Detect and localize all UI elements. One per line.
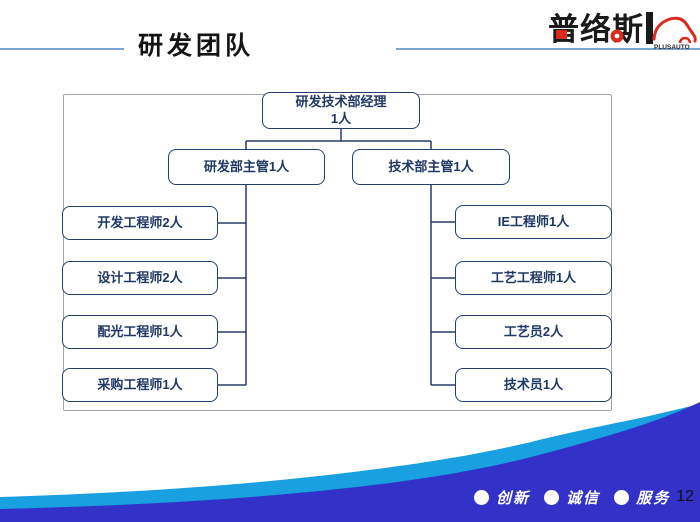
page-title: 研发团队 <box>138 32 255 60</box>
bullet-circle-icon <box>614 489 630 505</box>
org-box-left-1: 开发工程师2人 <box>62 206 218 240</box>
logo-bar <box>646 12 653 44</box>
org-box-label: 工艺工程师1人 <box>490 269 577 285</box>
org-box-left-3: 配光工程师1人 <box>62 315 218 349</box>
bullet-circle-icon <box>544 489 560 505</box>
org-box-label: 技术部主管1人 <box>388 158 474 174</box>
org-box-right-3: 工艺员2人 <box>455 315 612 349</box>
org-chart-frame <box>63 94 612 411</box>
org-box-label: 工艺员2人 <box>503 323 564 339</box>
car-swoosh-icon <box>652 16 697 43</box>
org-box-left-4: 采购工程师1人 <box>62 368 218 402</box>
org-box-label: 研发技术部经理 <box>295 94 387 110</box>
org-box-tech-supervisor: 技术部主管1人 <box>352 149 510 185</box>
org-box-label: 采购工程师1人 <box>97 376 183 392</box>
org-box-manager-root: 研发技术部经理 1人 <box>262 92 420 129</box>
footer-value-service: 服务 <box>636 489 671 507</box>
org-box-label: 开发工程师2人 <box>97 214 183 230</box>
footer-value-innovation: 创新 <box>496 489 531 507</box>
org-box-label: 配光工程师1人 <box>97 323 183 339</box>
footer-wave <box>0 402 700 522</box>
org-box-left-2: 设计工程师2人 <box>62 261 218 295</box>
logo-red-block <box>556 30 567 39</box>
org-box-label: 技术员1人 <box>503 376 564 392</box>
org-box-label: 设计工程师2人 <box>97 269 183 285</box>
org-box-headcount: 1人 <box>330 110 352 126</box>
bullet-circle-icon <box>474 489 490 505</box>
logo-subtext: PLUSAUTO <box>654 44 690 51</box>
org-box-right-1: IE工程师1人 <box>455 205 612 239</box>
car-wheel-icon <box>678 36 692 44</box>
org-box-label: 研发部主管1人 <box>203 158 290 174</box>
header-rule-left <box>0 48 124 50</box>
company-logo: 普络斯 PLUSAUTO <box>548 12 697 51</box>
org-box-rd-supervisor: 研发部主管1人 <box>168 149 325 185</box>
footer-value-integrity: 诚信 <box>566 489 601 507</box>
org-box-right-2: 工艺工程师1人 <box>455 261 612 295</box>
footer-values: 创新 诚信 服务 12 <box>474 487 696 507</box>
wave-blue-body <box>0 402 700 522</box>
logo-brand-text: 普络斯 <box>548 12 644 47</box>
header-rule-right <box>396 48 700 50</box>
org-box-label: IE工程师1人 <box>497 213 570 229</box>
logo-ring-hole <box>614 33 620 39</box>
org-box-right-4: 技术员1人 <box>455 368 612 402</box>
page-number: 12 <box>676 488 694 505</box>
